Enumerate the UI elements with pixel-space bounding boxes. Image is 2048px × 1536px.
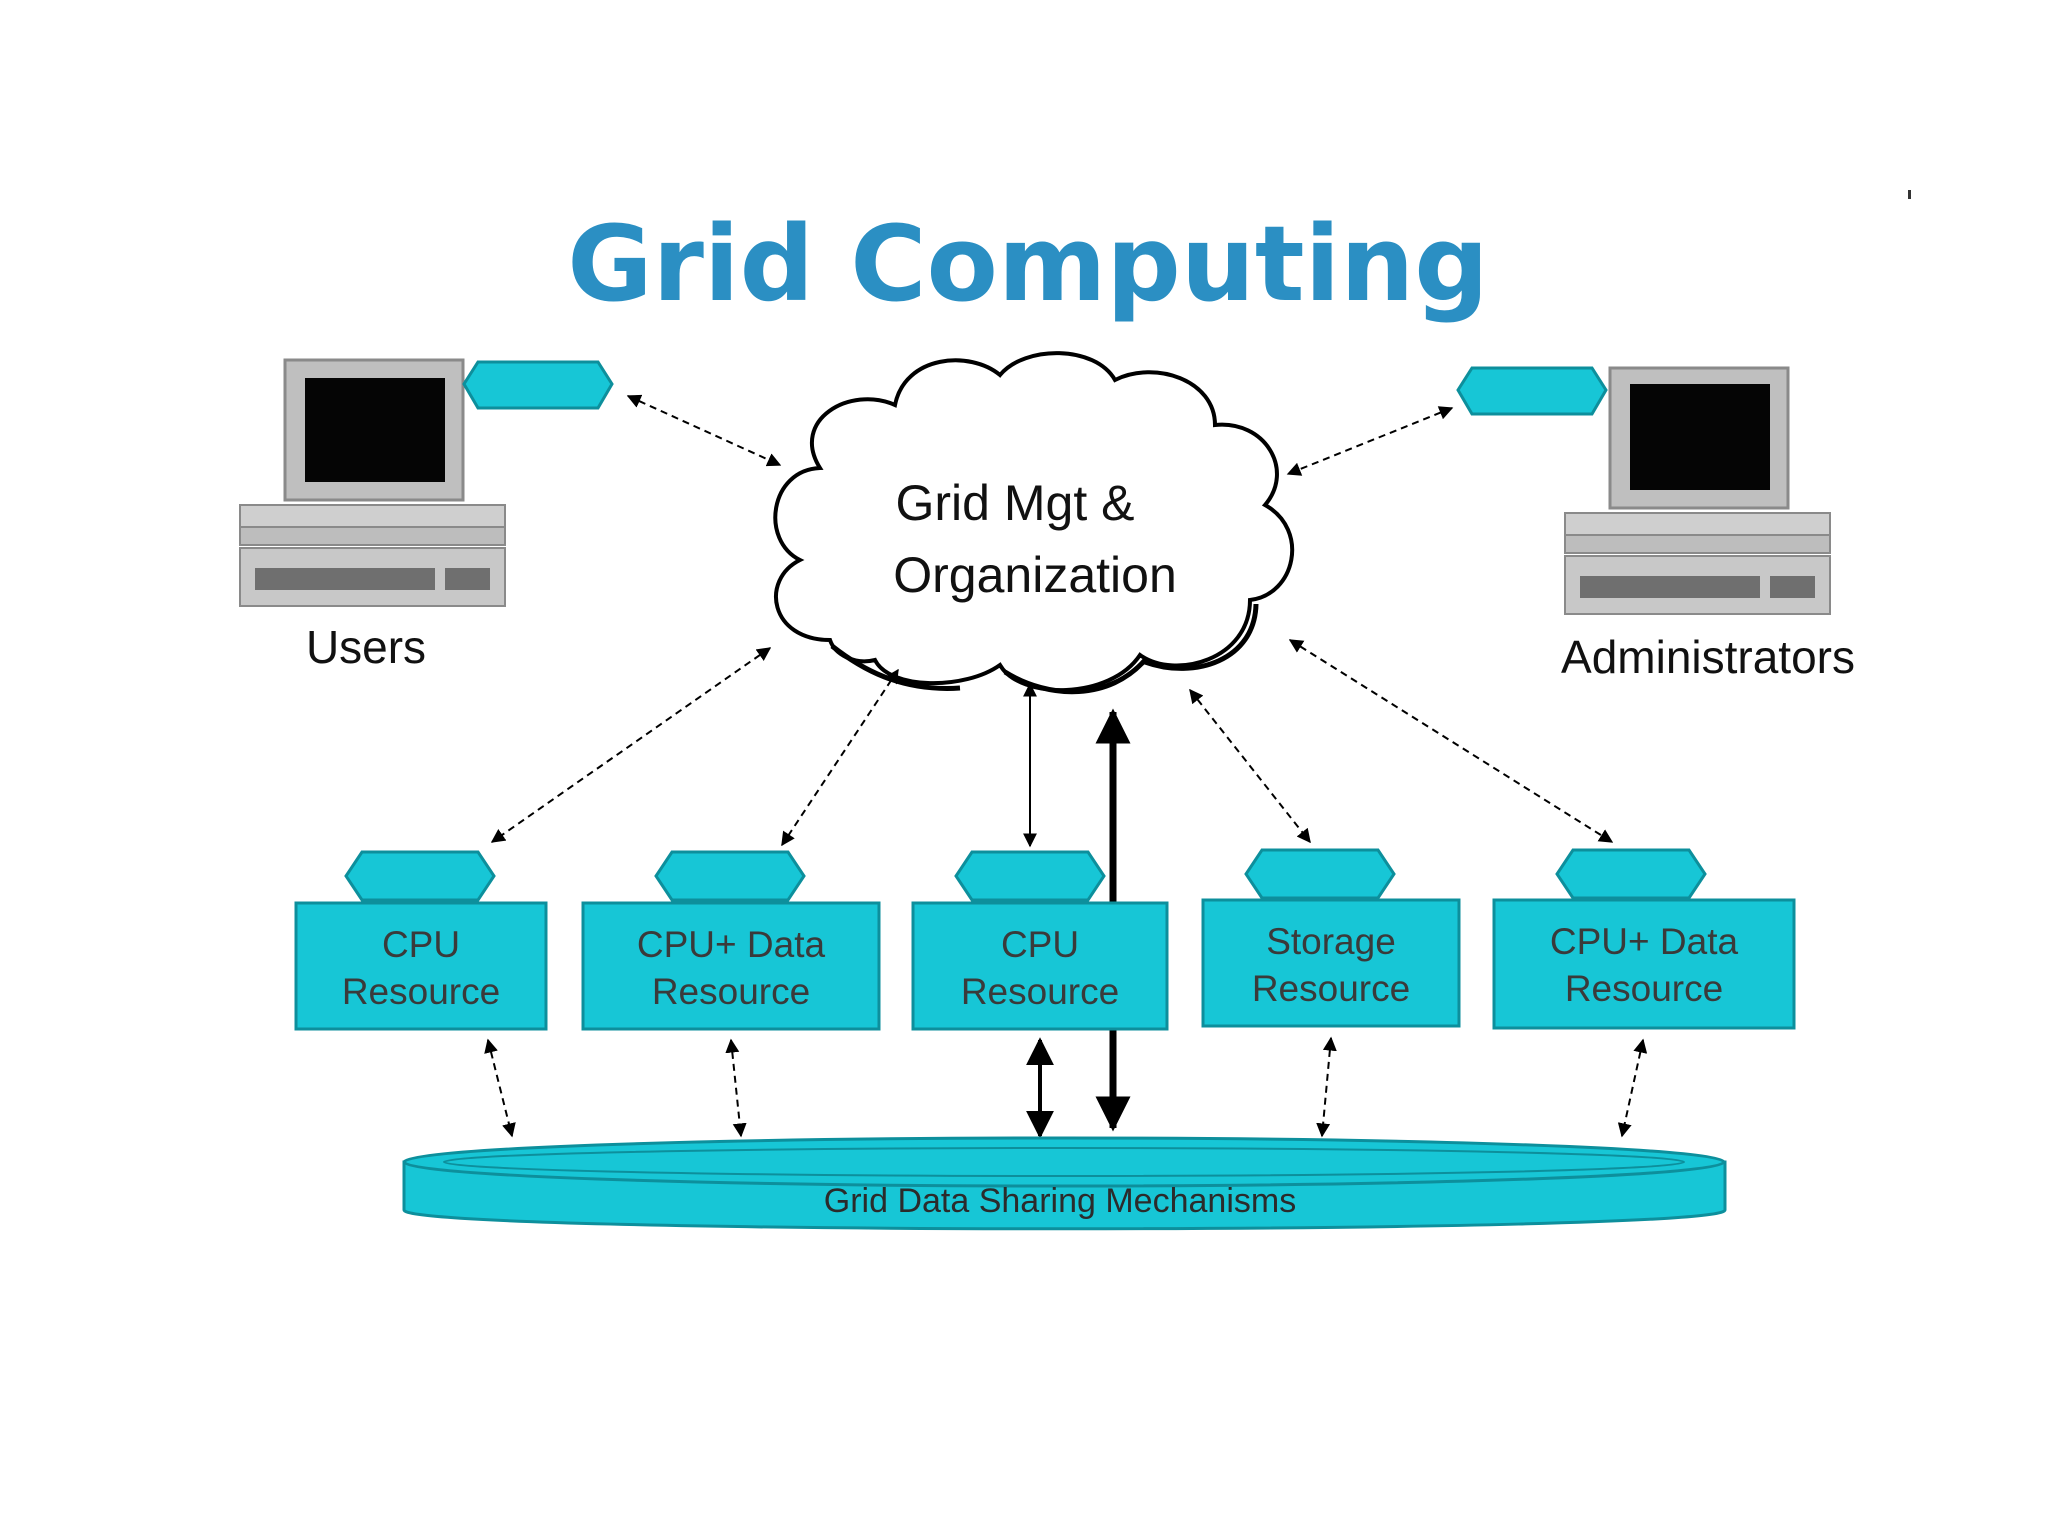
resource-label-line1: CPU xyxy=(382,924,460,965)
admins-cloud-link xyxy=(1286,406,1454,476)
resource-node: CPU Resource xyxy=(294,850,548,1031)
resource-1-bus-link xyxy=(484,1038,516,1138)
bus-label: Grid Data Sharing Mechanisms xyxy=(824,1182,1296,1220)
resource-connector xyxy=(344,850,496,902)
cloud-to-resource-1-link xyxy=(490,647,772,843)
resource-label-line2: Resource xyxy=(961,971,1119,1012)
resource-label-line1: CPU xyxy=(1001,924,1079,965)
resource-label-line2: Resource xyxy=(1565,968,1723,1009)
users-computer-icon xyxy=(239,358,506,607)
diagram-title: Grid Computing xyxy=(567,203,1488,325)
resource-2-bus-link xyxy=(725,1038,747,1138)
resource-5-bus-link xyxy=(1617,1038,1648,1138)
cloud-label-line2: Organization xyxy=(893,547,1177,603)
users-cloud-link xyxy=(626,394,782,467)
resource-node: CPU Resource xyxy=(911,850,1169,1031)
resource-4-bus-link xyxy=(1316,1036,1337,1138)
resource-box xyxy=(1492,898,1796,1030)
admins-label: Administrators xyxy=(1561,631,1855,683)
resource-label-line2: Resource xyxy=(1252,968,1410,1009)
stray-mark xyxy=(1908,190,1911,199)
resource-connector xyxy=(954,850,1106,902)
cloud-to-resource-5-link xyxy=(1288,639,1614,843)
resource-box xyxy=(581,901,881,1031)
resource-box xyxy=(294,901,548,1031)
resource-node: CPU+ Data Resource xyxy=(581,850,881,1031)
resource-box xyxy=(911,901,1169,1031)
cloud-shape xyxy=(773,351,1295,695)
resource-connector xyxy=(654,850,806,902)
resource-label-line2: Resource xyxy=(342,971,500,1012)
users-connector xyxy=(462,360,614,410)
resource-box xyxy=(1201,898,1461,1028)
resource-node: Storage Resource xyxy=(1201,848,1461,1028)
resource-label-line1: CPU+ Data xyxy=(1550,921,1739,962)
data-sharing-bus xyxy=(402,1136,1727,1231)
admins-computer-icon xyxy=(1564,366,1831,615)
resource-connector xyxy=(1555,848,1707,900)
resource-label-line1: Storage xyxy=(1266,921,1396,962)
cloud-to-resource-2-link xyxy=(781,668,899,847)
cloud-label-line1: Grid Mgt & xyxy=(896,475,1135,531)
client-links xyxy=(626,394,1454,476)
resource-connector xyxy=(1244,848,1396,900)
resource-node: CPU+ Data Resource xyxy=(1492,848,1796,1030)
resource-label-line1: CPU+ Data xyxy=(637,924,826,965)
resource-bus-links xyxy=(484,1036,1648,1139)
users-label: Users xyxy=(306,621,426,673)
admins-connector xyxy=(1456,366,1608,416)
cloud-to-resource-4-link xyxy=(1189,688,1311,844)
resource-label-line2: Resource xyxy=(652,971,810,1012)
